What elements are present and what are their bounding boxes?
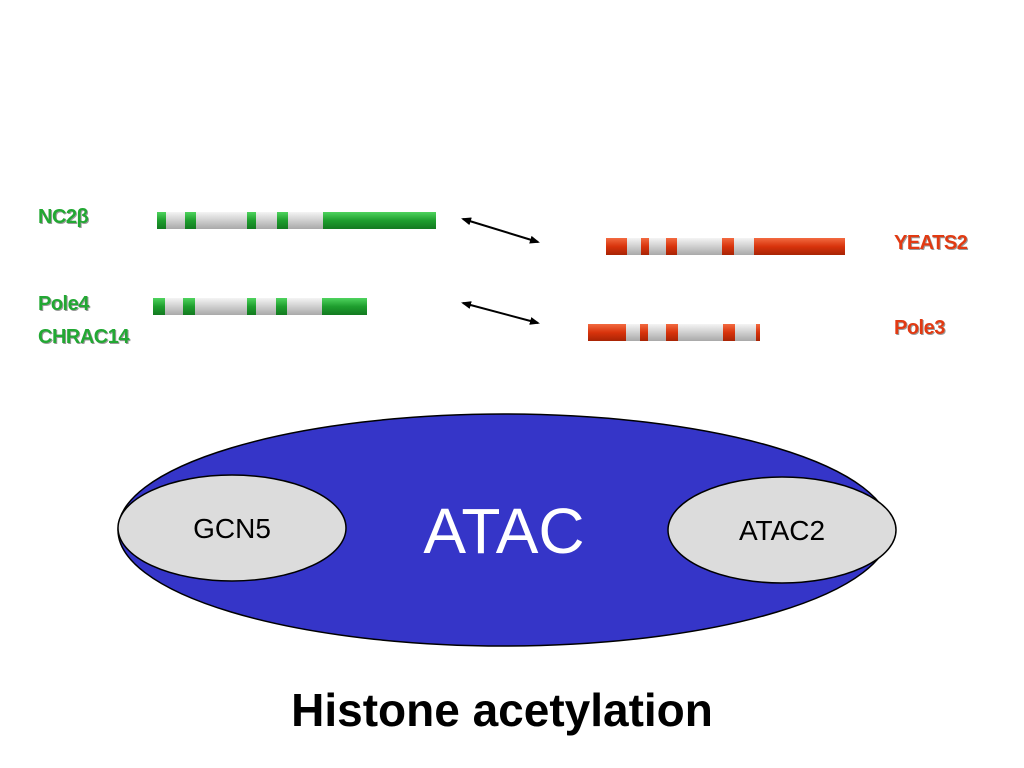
caption: Histone acetylation	[291, 684, 713, 736]
chrac14-label: CHRAC14	[38, 326, 129, 348]
gcn5-subunit-ellipse	[117, 474, 347, 582]
pole4-label: Pole4	[38, 293, 89, 315]
pole4-domain-bar	[153, 298, 367, 315]
interaction-arrow-top	[461, 217, 540, 244]
pole3-label: Pole3	[894, 317, 945, 339]
interaction-arrow-bottom	[461, 301, 540, 325]
atac-complex-label: ATAC	[423, 495, 584, 567]
yeats2-label: YEATS2	[894, 232, 968, 254]
yeats2-domain-bar	[606, 238, 845, 255]
gcn5-subunit-label: GCN5	[193, 513, 271, 544]
pole3-domain-bar	[588, 324, 760, 341]
nc2b-domain-bar	[157, 212, 436, 229]
atac2-subunit-label: ATAC2	[739, 515, 825, 546]
atac2-subunit-ellipse	[667, 476, 897, 584]
nc2b-label: NC2β	[38, 206, 89, 228]
